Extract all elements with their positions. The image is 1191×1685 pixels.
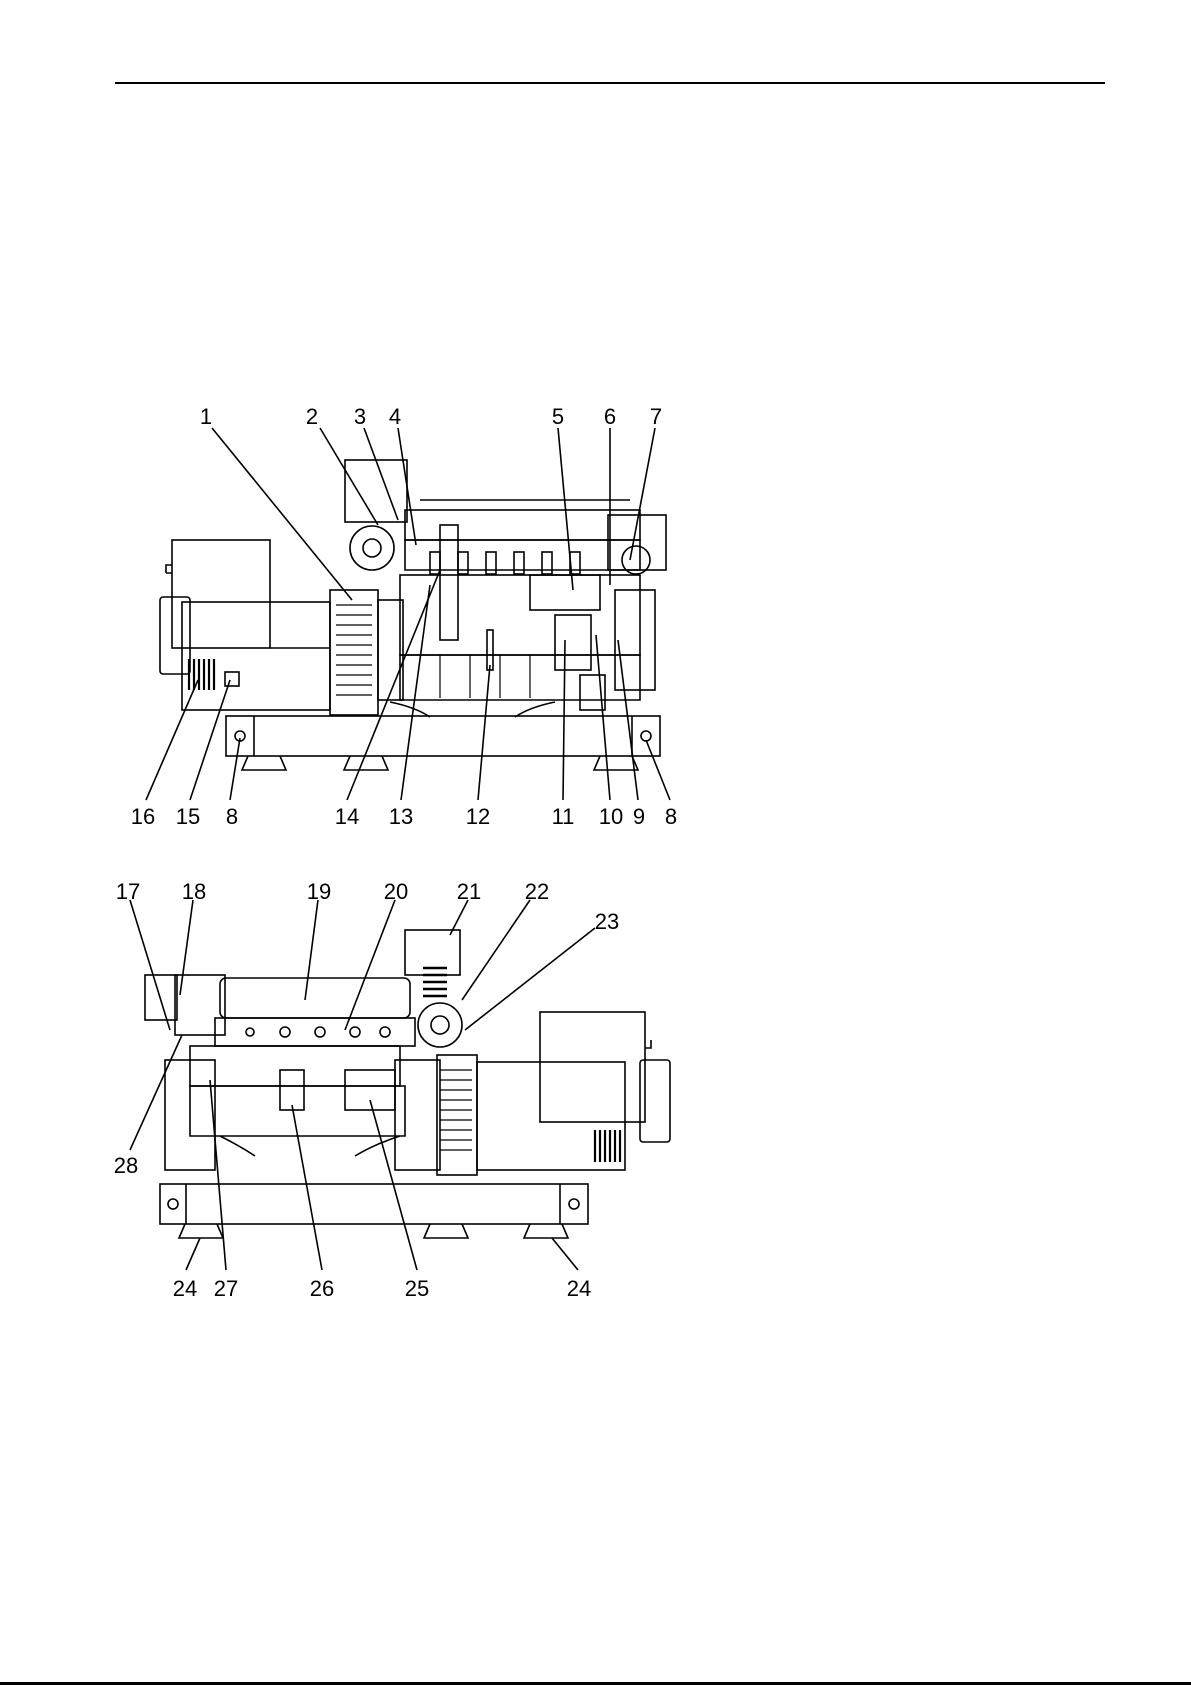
generator-vent-grille — [189, 659, 214, 690]
generator-fan-cover — [437, 1055, 477, 1175]
callout-5: 5 — [552, 404, 564, 429]
anti-vibration-mount — [344, 756, 388, 770]
callout-24-left: 24 — [173, 1276, 197, 1301]
lifting-eye-right — [641, 731, 651, 741]
callout-7: 7 — [650, 404, 662, 429]
callout-8-left: 8 — [226, 804, 238, 829]
callout-2: 2 — [306, 404, 318, 429]
generator-terminal-box — [172, 540, 270, 648]
callout-26: 26 — [310, 1276, 334, 1301]
starter-motor — [345, 1070, 395, 1110]
anti-vibration-mount — [594, 756, 638, 770]
engine-mount-arms — [390, 702, 555, 717]
callout-19: 19 — [307, 879, 331, 904]
lifting-eye-b-left — [168, 1199, 178, 1209]
callout-24-right: 24 — [567, 1276, 591, 1301]
callout-3: 3 — [354, 404, 366, 429]
callout-23: 23 — [595, 909, 619, 934]
generator-body — [182, 602, 330, 710]
filter-pleats — [423, 968, 447, 996]
top-view-drawing — [160, 460, 666, 770]
oil-cooler — [555, 615, 591, 670]
flywheel-housing-b — [395, 1060, 440, 1170]
flywheel-housing — [330, 590, 378, 715]
callout-8-right: 8 — [665, 804, 677, 829]
anti-vibration-mount — [242, 756, 286, 770]
callout-1: 1 — [200, 404, 212, 429]
callout-27: 27 — [214, 1276, 238, 1301]
callout-10: 10 — [599, 804, 623, 829]
intake-pipe — [440, 525, 458, 640]
anti-vibration-mount — [179, 1224, 223, 1238]
turbocharger — [350, 526, 394, 570]
oil-pan — [400, 655, 640, 700]
belt-drive — [615, 590, 655, 690]
callout-14: 14 — [335, 804, 359, 829]
engine-block-b — [190, 1046, 400, 1086]
engine-mount-arms-b — [220, 1136, 400, 1156]
head-bolts — [246, 1027, 390, 1037]
charge-air-cooler — [220, 978, 410, 1018]
callout-22: 22 — [525, 879, 549, 904]
bottom-view-leaders — [130, 900, 595, 1270]
dipstick — [487, 630, 493, 670]
generator-nameplate — [225, 672, 239, 686]
top-view-leaders — [146, 428, 670, 800]
callout-11: 11 — [552, 804, 575, 829]
callout-15: 15 — [176, 804, 200, 829]
generator-vent-grille-b — [595, 1130, 620, 1162]
lifting-eye-b-right — [569, 1199, 579, 1209]
anti-vibration-mount — [424, 1224, 468, 1238]
turbocharger-b — [418, 1003, 462, 1047]
generator-terminal-box-b — [540, 1012, 645, 1122]
generator-lifting-hook — [166, 565, 172, 573]
callout-28: 28 — [114, 1153, 138, 1178]
callout-9: 9 — [633, 804, 645, 829]
callout-17: 17 — [116, 879, 140, 904]
callout-20: 20 — [384, 879, 408, 904]
generator-body-b — [477, 1062, 625, 1170]
anti-vibration-mount — [524, 1224, 568, 1238]
callout-12: 12 — [466, 804, 490, 829]
fuel-pump — [280, 1070, 304, 1110]
callout-21: 21 — [457, 879, 481, 904]
engine-block — [400, 575, 640, 655]
callout-18: 18 — [182, 879, 206, 904]
base-frame — [226, 716, 660, 756]
base-frame-b — [160, 1184, 588, 1224]
fuel-filter — [530, 575, 600, 610]
callout-4: 4 — [389, 404, 401, 429]
callout-6: 6 — [604, 404, 616, 429]
callout-13: 13 — [389, 804, 413, 829]
exhaust-elbow — [145, 975, 177, 1020]
generator-end-cap — [160, 597, 190, 674]
callout-25: 25 — [405, 1276, 429, 1301]
bottom-view-drawing — [145, 930, 670, 1238]
air-filter — [345, 460, 407, 522]
callout-16: 16 — [131, 804, 155, 829]
